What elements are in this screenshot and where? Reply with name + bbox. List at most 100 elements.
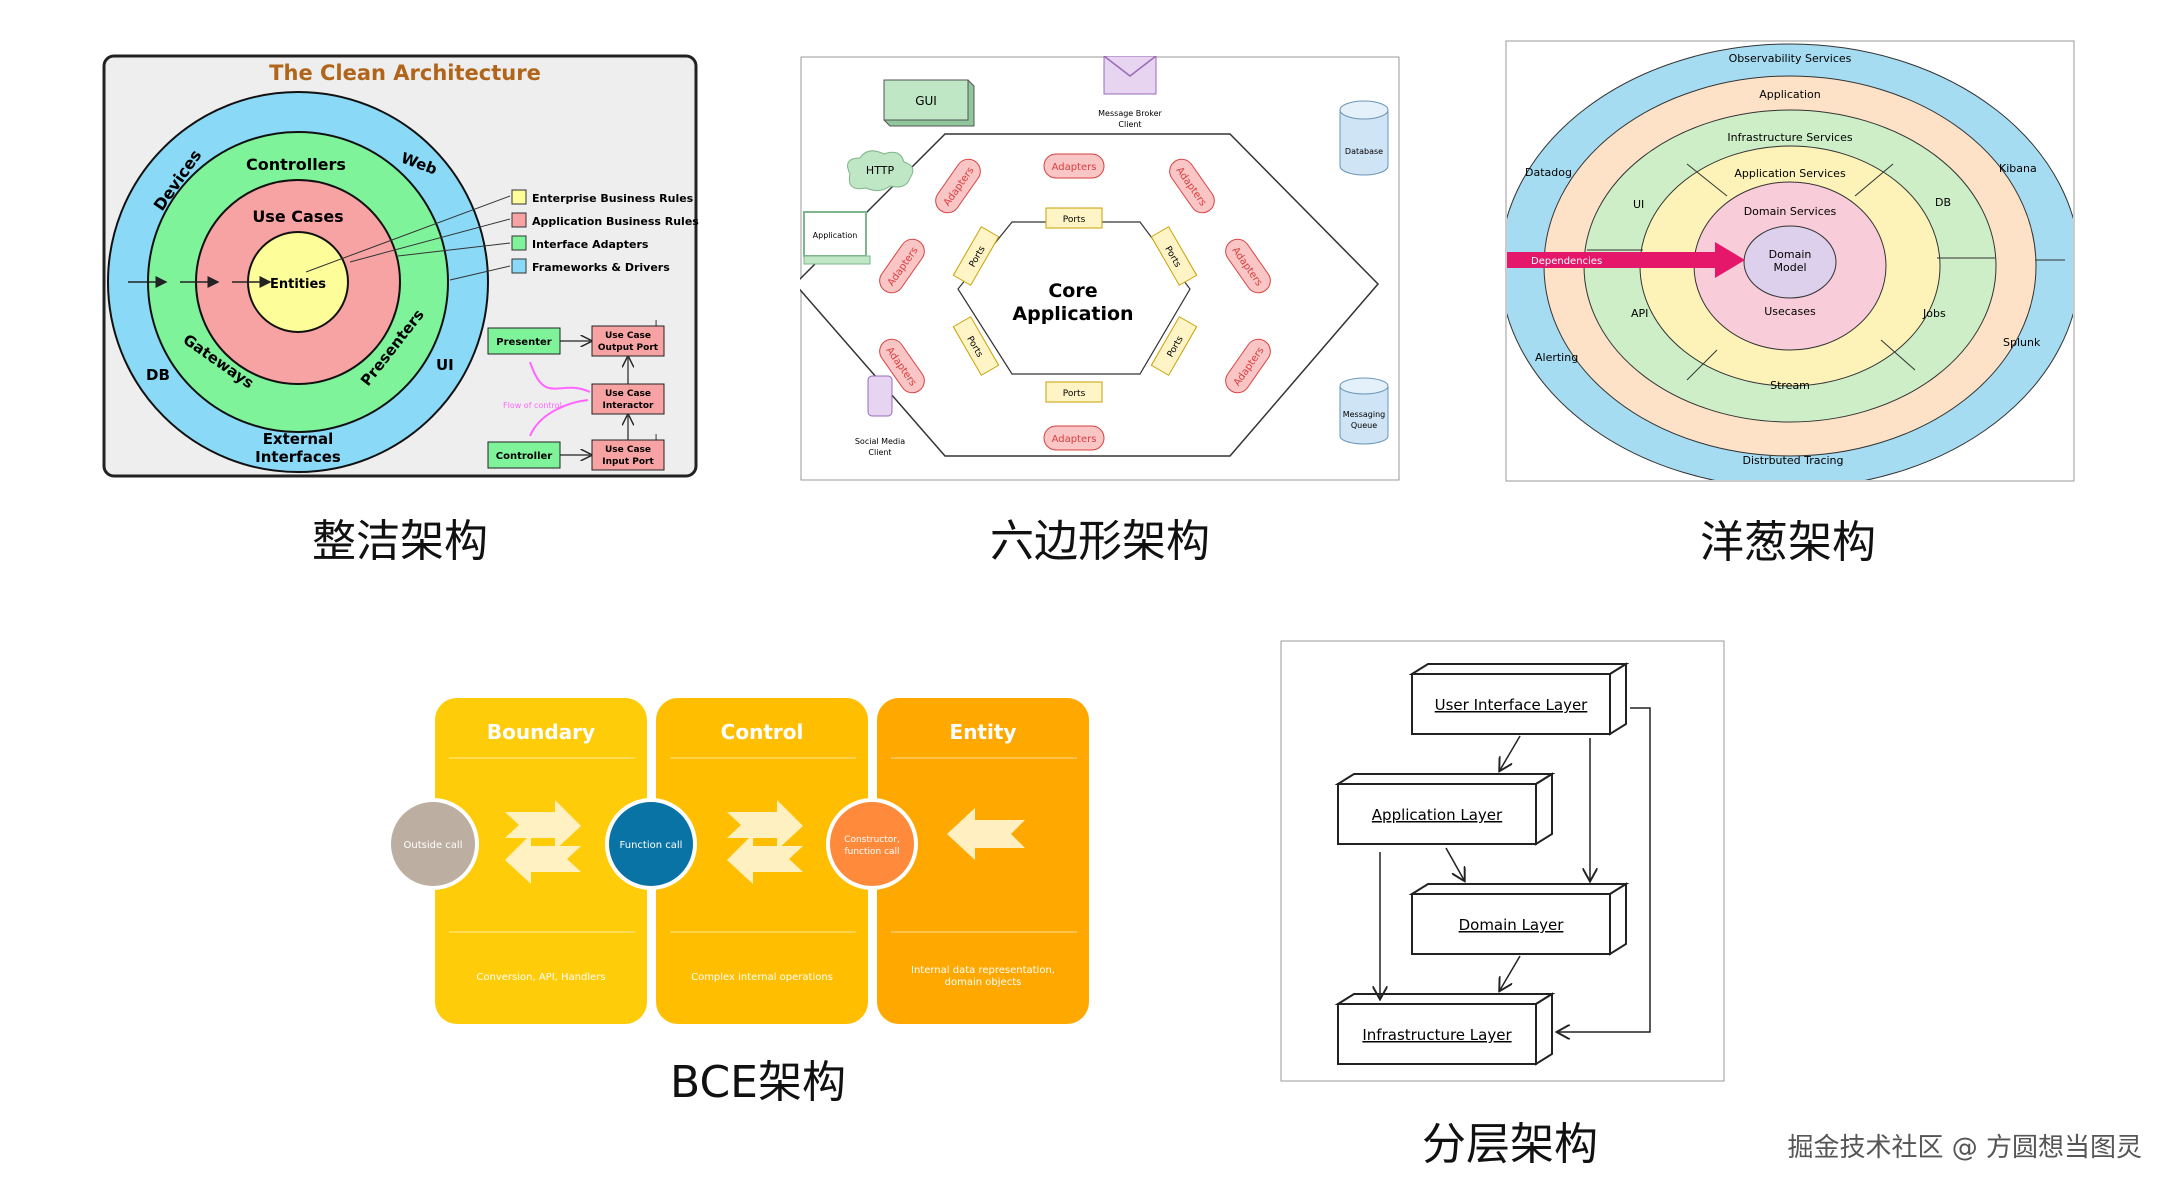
label-interfaces: Interfaces [255,448,341,466]
caption-layered: 分层架构 [1422,1119,1598,1170]
clean-legend: Enterprise Business Rules Application Bu… [511,189,699,274]
social-media-actor: Social Media Client [855,375,905,457]
svg-text:Social Media: Social Media [855,437,905,446]
inner-hexagon [957,221,1191,375]
port-box: Ports [1063,389,1086,399]
bce-architecture-panel: Boundary Control Entity Conversion, API,… [385,694,1100,1029]
svg-text:Application Services: Application Services [1734,167,1846,180]
svg-text:domain objects: domain objects [945,977,1022,988]
svg-text:Application: Application [813,231,858,240]
controller-box [487,441,561,469]
svg-text:Domain Services: Domain Services [1744,205,1837,218]
legend-swatch [511,258,527,274]
layered-architecture-panel: User Interface Layer Application Layer D… [1280,640,1725,1082]
svg-text:Observability Services: Observability Services [1729,52,1852,65]
application-actor: Application [803,211,871,265]
gui-label: GUI [915,94,937,108]
svg-text:Messaging: Messaging [1343,410,1386,419]
messaging-queue-actor: Messaging Queue [1339,377,1389,445]
output-port-box [591,325,665,357]
label-ui: UI [436,356,454,374]
svg-text:Use Case: Use Case [605,389,651,399]
adapter-pills: Adapters Adapters Adapters Adapters Adap… [879,153,1271,451]
svg-text:Use Case: Use Case [605,331,651,341]
http-label: HTTP [866,164,895,177]
label-entities: Entities [270,277,326,292]
svg-text:Message Broker: Message Broker [1098,109,1162,118]
entity-title: Entity [950,720,1017,744]
entity-column [877,698,1089,1024]
ring-domain-model [1743,225,1837,299]
svg-text:Application: Application [1759,88,1820,101]
svg-text:I: I [655,433,657,442]
svg-text:Input Port: Input Port [602,457,654,467]
svg-text:function call: function call [844,847,899,857]
svg-text:User Interface Layer: User Interface Layer [1435,696,1589,714]
svg-text:Interactor: Interactor [603,401,654,411]
svg-text:Function call: Function call [620,840,683,851]
legend-swatch [511,189,527,205]
svg-text:Constructor,: Constructor, [844,835,900,845]
bce-arrows [505,800,1025,884]
clean-architecture-panel: The Clean Architecture Devices Web DB UI… [100,52,700,482]
constructor-call-node [826,798,918,890]
svg-text:Infrastructure Layer: Infrastructure Layer [1362,1026,1512,1044]
port-boxes: Ports Ports Ports Ports Ports Ports [952,207,1198,403]
legend-swatch [511,212,527,228]
caption-onion: 洋葱架构 [1700,517,1876,568]
svg-text:Infrastructure Services: Infrastructure Services [1727,131,1852,144]
function-call-node [605,798,697,890]
onion-architecture-panel: Observability Services Application Infra… [1505,40,2075,482]
svg-text:DB: DB [1935,196,1951,209]
gui-actor: GUI [883,79,975,127]
svg-text:Internal data representation,: Internal data representation, [911,965,1055,976]
legend-item: Frameworks & Drivers [532,261,670,274]
svg-text:Controller: Controller [496,451,553,462]
svg-text:Datadog: Datadog [1525,166,1572,179]
interactor-box [591,383,665,415]
core-label-1: Core [1048,280,1097,302]
core-label-2: Application [1012,303,1133,325]
svg-text:Domain Layer: Domain Layer [1459,916,1565,934]
legend-swatch [511,235,527,251]
label-controllers: Controllers [246,155,346,174]
svg-text:Queue: Queue [1351,421,1377,430]
svg-text:Kibana: Kibana [1999,162,2037,175]
svg-text:Alerting: Alerting [1535,351,1578,364]
svg-text:Usecases: Usecases [1764,305,1816,318]
legend-item: Enterprise Business Rules [532,192,694,205]
application-layer-box: Application Layer [1334,772,1556,846]
caption-bce: BCE架构 [670,1057,846,1108]
svg-text:Complex internal operations: Complex internal operations [691,972,833,983]
svg-text:Conversion, API, Handlers: Conversion, API, Handlers [476,972,605,983]
port-box: Ports [1063,215,1086,225]
adapter-pill: Adapters [1052,162,1097,173]
svg-text:Application Layer: Application Layer [1372,806,1503,824]
boundary-title: Boundary [487,720,595,744]
label-db: DB [146,366,170,384]
http-actor: HTTP [847,150,914,192]
svg-text:Distrbuted Tracing: Distrbuted Tracing [1742,454,1843,467]
infrastructure-layer-box: Infrastructure Layer [1334,992,1556,1066]
svg-text:Client: Client [1118,120,1141,129]
legend-item: Application Business Rules [532,215,699,228]
domain-layer-box: Domain Layer [1408,882,1630,956]
svg-text:UI: UI [1633,198,1644,211]
clean-flow-diagram: Presenter Use Case Output Port I Use Cas… [487,319,665,471]
hexagonal-architecture-panel: Core Application Adapters Adapters Adapt… [793,55,1400,481]
message-broker-actor: Message Broker Client [1098,55,1163,129]
flow-of-control-label: Flow of control [503,401,562,410]
legend-item: Interface Adapters [532,238,649,251]
dependencies-arrow: Dependencies [1507,242,1745,278]
label-use-cases: Use Cases [252,207,343,226]
svg-text:Jobs: Jobs [1922,307,1946,320]
svg-text:API: API [1631,307,1648,320]
control-title: Control [721,720,804,744]
svg-text:Outside call: Outside call [404,840,463,851]
svg-text:Use Case: Use Case [605,445,651,455]
svg-text:Splunk: Splunk [2003,336,2041,349]
svg-text:Model: Model [1773,261,1806,274]
ui-layer-box: User Interface Layer [1408,662,1630,736]
dependencies-label: Dependencies [1531,256,1602,267]
label-external: External [263,430,334,448]
